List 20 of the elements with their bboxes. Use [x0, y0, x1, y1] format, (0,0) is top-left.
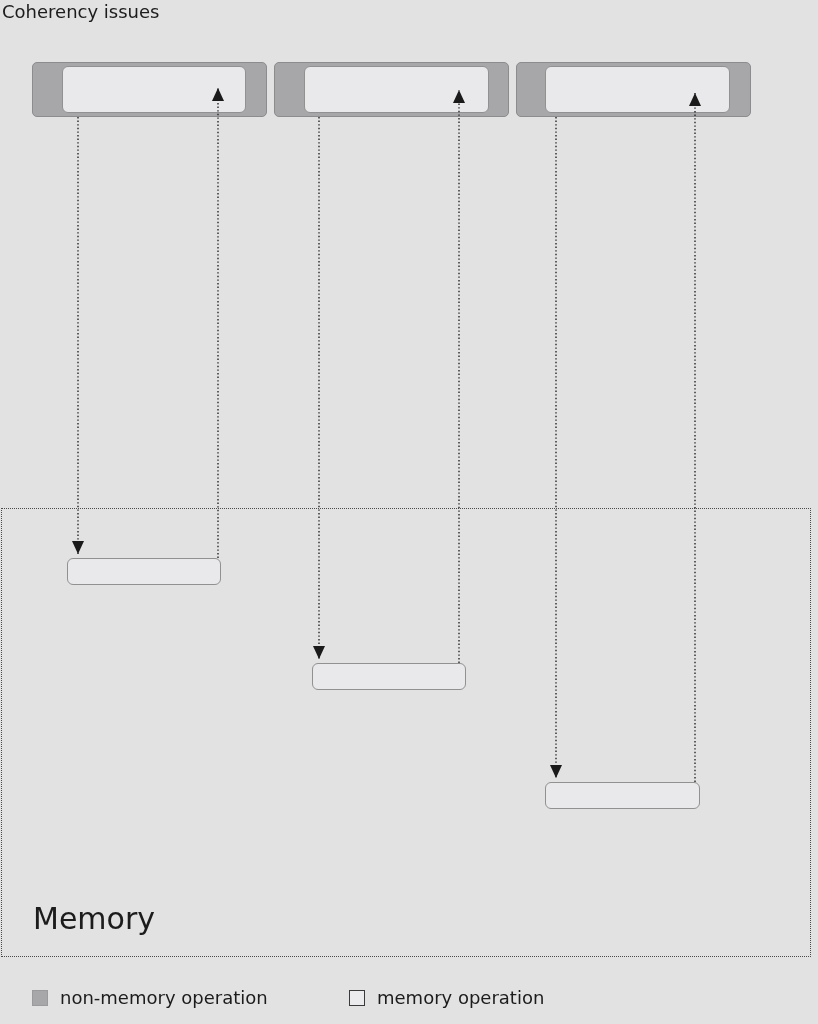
arrow [550, 116, 562, 779]
arrow [689, 92, 701, 783]
arrow [72, 116, 84, 555]
arrow [453, 89, 465, 664]
region-label: Memory [33, 901, 155, 936]
memory-region [1, 508, 811, 957]
diagram-title: Coherency issues [2, 1, 160, 23]
memory-operation-box [67, 558, 221, 585]
non-memory-operation-box [274, 62, 509, 117]
legend-label: non-memory operation [60, 987, 268, 1009]
non-memory-operation-box [32, 62, 267, 117]
legend-label: memory operation [377, 987, 545, 1009]
memory-operation-box [312, 663, 466, 690]
arrow [212, 87, 224, 559]
memory-operation-box [62, 66, 246, 113]
memory-operation-box [304, 66, 489, 113]
non-memory-operation-box [516, 62, 751, 117]
memory-operation-box [545, 66, 730, 113]
arrow [313, 116, 325, 660]
memory-operation-box [545, 782, 700, 809]
